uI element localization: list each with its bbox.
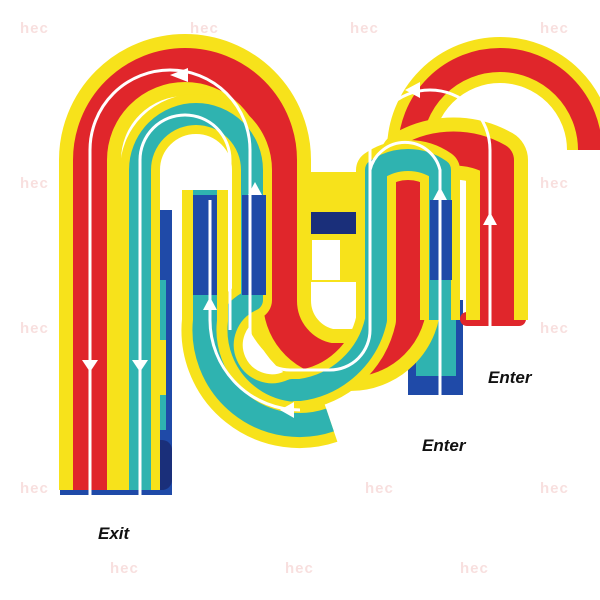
arrow-head-up-3 bbox=[433, 187, 447, 200]
watermark-logo: hec bbox=[285, 560, 314, 577]
watermark-logo: hec bbox=[540, 20, 569, 37]
arrow-head-up-1 bbox=[248, 182, 262, 195]
arrow-head-bowl bbox=[280, 402, 294, 418]
watermark-logo: hec bbox=[350, 20, 379, 37]
watermark-logo: hec bbox=[540, 480, 569, 497]
flow-arrows bbox=[88, 68, 492, 495]
watermark-logo: hec bbox=[20, 175, 49, 192]
slide-bowl-teal bbox=[192, 190, 334, 438]
enter-label-bottom: Enter bbox=[422, 436, 466, 455]
watermark-logo: hec bbox=[20, 320, 49, 337]
arrow-head-exit-1 bbox=[82, 360, 98, 372]
flow-path-entry bbox=[368, 140, 442, 400]
watermark-logo: hec bbox=[540, 175, 569, 192]
mesh-panel-right bbox=[242, 195, 266, 295]
watermark-logo: hec bbox=[20, 20, 49, 37]
mesh-panel-left bbox=[193, 195, 217, 295]
watermark-logo: hec bbox=[190, 20, 219, 37]
watermark-logo: hec bbox=[110, 560, 139, 577]
watermark-logo: hec bbox=[460, 560, 489, 577]
arrow-head-up-4 bbox=[483, 212, 497, 225]
enter-label-right: Enter bbox=[488, 368, 532, 387]
arrow-head-top-right bbox=[405, 82, 420, 98]
flow-path-bowl bbox=[208, 200, 301, 412]
flow-path-inner bbox=[138, 113, 232, 495]
arrow-heads bbox=[82, 68, 497, 418]
watermark-logo: hec bbox=[540, 320, 569, 337]
exit-label: Exit bbox=[98, 524, 130, 543]
flow-path-outer bbox=[88, 68, 492, 495]
watermark-logo: hec bbox=[20, 480, 49, 497]
arrow-head-exit-2 bbox=[132, 360, 148, 372]
arrow-head-up-2 bbox=[203, 297, 217, 310]
bridge-lane-a bbox=[312, 240, 340, 280]
arrow-head-top-left bbox=[170, 68, 188, 82]
watermark-logo: hec bbox=[365, 480, 394, 497]
